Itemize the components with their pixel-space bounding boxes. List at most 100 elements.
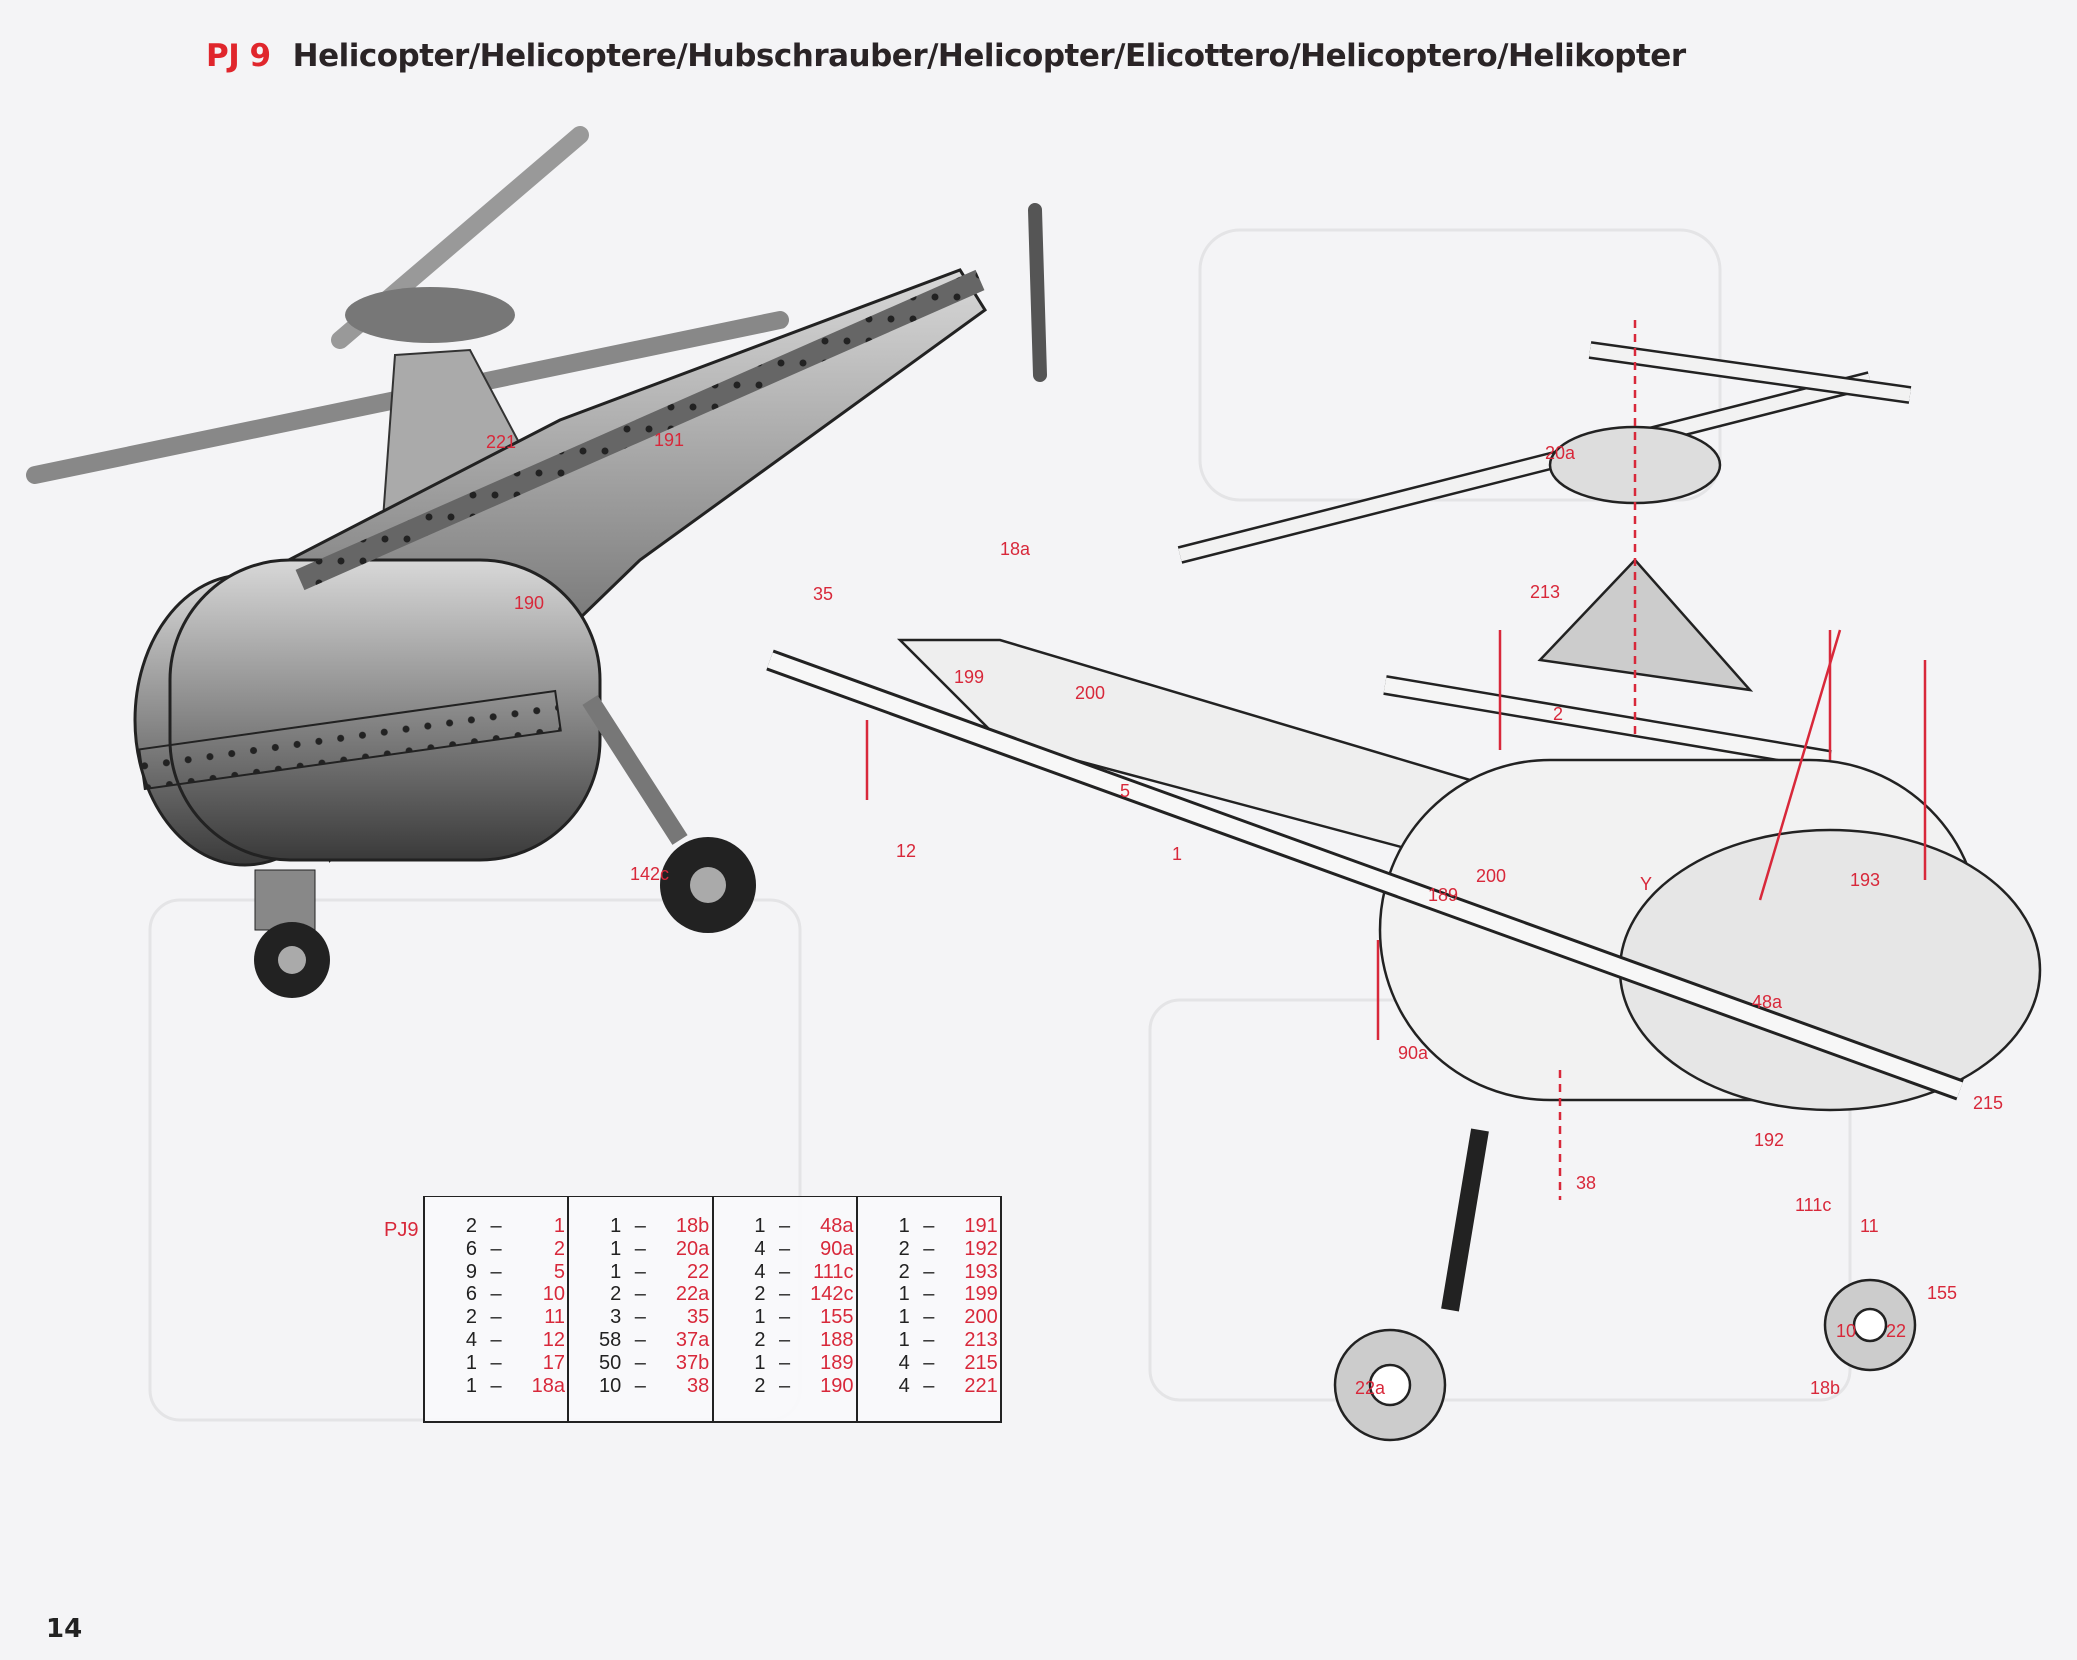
- part-label: 189: [1428, 885, 1459, 905]
- part-label: 155: [1927, 1283, 1958, 1303]
- part-number: 35: [687, 1306, 710, 1329]
- part-quantity: 1: [610, 1237, 622, 1260]
- part-number: 191: [964, 1215, 998, 1237]
- part-label: 38: [1576, 1173, 1597, 1193]
- part-label: 2: [1553, 704, 1564, 724]
- part-label: 12: [896, 841, 917, 861]
- parts-row: 4– 215: [858, 1352, 1000, 1375]
- dash: –: [778, 1306, 791, 1329]
- dash: –: [634, 1351, 646, 1374]
- part-number: 142c: [810, 1283, 854, 1306]
- dash: –: [490, 1283, 502, 1306]
- part-number: 12: [542, 1328, 565, 1351]
- dash: –: [490, 1328, 502, 1351]
- part-quantity: 4: [465, 1328, 477, 1351]
- part-label: 18b: [1810, 1378, 1841, 1398]
- part-quantity: 1: [754, 1215, 766, 1237]
- dash: –: [778, 1215, 791, 1237]
- part-label: 191: [654, 430, 685, 450]
- part-number: 11: [544, 1306, 565, 1329]
- parts-row: 3–35: [569, 1306, 711, 1329]
- part-number: 37b: [675, 1351, 710, 1374]
- parts-row: 4–221: [858, 1375, 1000, 1398]
- dash: –: [634, 1260, 646, 1283]
- parts-row: 2–188: [714, 1329, 856, 1352]
- dash: –: [634, 1283, 646, 1306]
- dash: –: [634, 1374, 646, 1397]
- parts-row: 2–11: [425, 1306, 567, 1329]
- parts-row: 6–10: [425, 1283, 567, 1306]
- part-quantity: 6: [465, 1283, 477, 1306]
- part-label: 215: [1973, 1093, 2004, 1113]
- parts-row: 1–213: [858, 1329, 1000, 1352]
- dash: –: [923, 1260, 935, 1283]
- parts-row: 1–20a: [569, 1238, 711, 1261]
- part-label: 48a: [1752, 992, 1783, 1012]
- dash: –: [923, 1215, 935, 1237]
- part-number: 90a: [820, 1237, 854, 1260]
- dash: –: [634, 1306, 646, 1329]
- parts-row: 9–5: [425, 1261, 567, 1284]
- part-quantity: 4: [898, 1374, 910, 1397]
- part-number: 221: [964, 1374, 998, 1397]
- parts-row: 4– 90a: [714, 1238, 856, 1261]
- parts-row: 10–38: [569, 1375, 711, 1398]
- part-label: 200: [1476, 866, 1507, 886]
- part-number: 190: [820, 1374, 854, 1397]
- part-quantity: 1: [610, 1260, 622, 1283]
- part-number: 18a: [531, 1374, 565, 1397]
- part-quantity: 4: [754, 1260, 766, 1283]
- part-label: 190: [514, 593, 545, 613]
- parts-row: 1– 48a: [714, 1215, 856, 1238]
- part-number: 215: [964, 1351, 998, 1374]
- part-quantity: 2: [465, 1306, 477, 1329]
- part-quantity: 4: [898, 1351, 910, 1374]
- model-code: PJ 9: [206, 38, 271, 74]
- part-quantity: 1: [465, 1374, 477, 1397]
- part-quantity: 2: [610, 1283, 622, 1306]
- part-number: 37a: [675, 1328, 710, 1351]
- part-quantity: 1: [898, 1215, 910, 1237]
- parts-row: 1–17: [425, 1352, 567, 1375]
- parts-row: 2–22a: [569, 1283, 711, 1306]
- part-quantity: 4: [754, 1237, 766, 1260]
- part-quantity: 2: [754, 1283, 766, 1306]
- part-label: 193: [1850, 870, 1881, 890]
- part-quantity: 2: [898, 1237, 910, 1260]
- part-quantity: 10: [599, 1374, 622, 1397]
- dash: –: [778, 1283, 791, 1306]
- part-label: 213: [1530, 582, 1561, 602]
- model-title: Helicopter/Helicoptere/Hubschrauber/Heli…: [292, 38, 1686, 74]
- dash: –: [778, 1374, 791, 1397]
- dash: –: [490, 1374, 502, 1397]
- part-label: 200: [1075, 683, 1106, 703]
- part-quantity: 50: [599, 1351, 622, 1374]
- dash: –: [490, 1351, 502, 1374]
- part-label: 11: [1860, 1216, 1879, 1236]
- part-quantity: 1: [898, 1283, 910, 1306]
- dash: –: [778, 1328, 791, 1351]
- assembled-helicopter: [26, 126, 1047, 998]
- dash: –: [778, 1237, 791, 1260]
- part-label: 199: [954, 667, 985, 687]
- part-number: 18b: [675, 1215, 710, 1237]
- parts-row: 1–155: [714, 1306, 856, 1329]
- parts-row: 1–189: [714, 1352, 856, 1375]
- parts-row: 1– 191: [858, 1215, 1000, 1238]
- page-title: PJ 9 Helicopter/Helicoptere/Hubschrauber/…: [206, 38, 1686, 74]
- dash: –: [923, 1351, 935, 1374]
- parts-row: 1–22: [569, 1261, 711, 1284]
- part-number: 5: [553, 1260, 565, 1283]
- dash: –: [490, 1215, 502, 1237]
- part-label: Y: [1640, 874, 1653, 894]
- parts-list-label: PJ9: [384, 1219, 419, 1241]
- part-number: 48a: [820, 1215, 854, 1237]
- part-quantity: 1: [465, 1351, 477, 1374]
- parts-row: 4–111c: [714, 1261, 856, 1284]
- part-label: 90a: [1398, 1043, 1429, 1063]
- dash: –: [923, 1283, 935, 1306]
